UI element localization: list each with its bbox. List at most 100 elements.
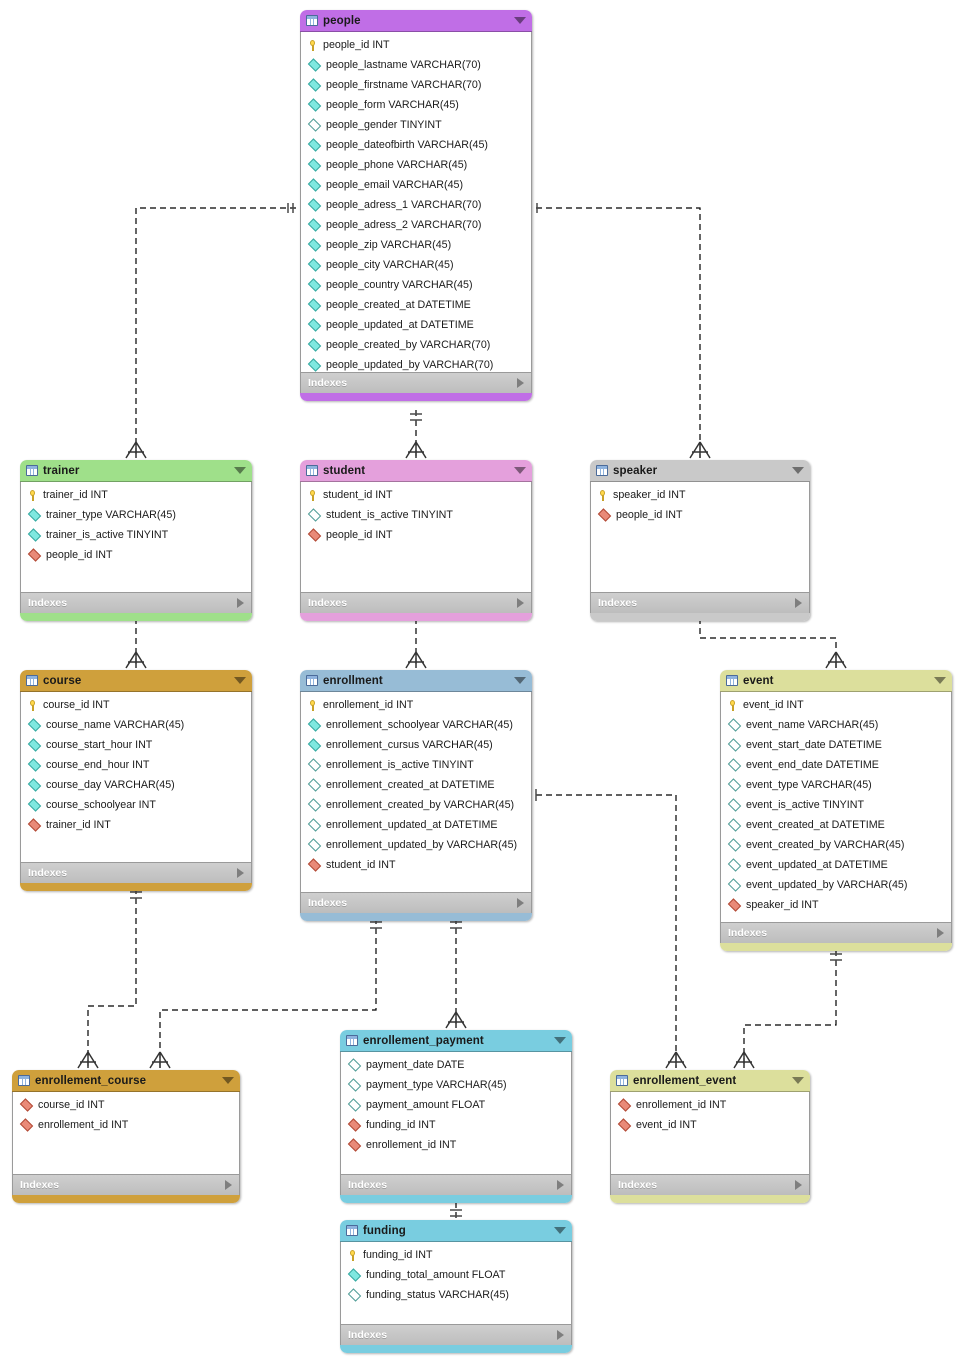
column-row[interactable]: enrollement_updated_at DATETIME [301,815,531,835]
indexes-section-speaker[interactable]: Indexes [590,592,810,613]
column-row[interactable]: people_id INT [301,525,531,545]
chevron-down-icon[interactable] [514,17,526,24]
column-row[interactable]: enrollement_created_at DATETIME [301,775,531,795]
column-row[interactable]: event_updated_by VARCHAR(45) [721,875,951,895]
column-row[interactable]: course_id INT [13,1095,239,1115]
column-row[interactable]: payment_amount FLOAT [341,1095,571,1115]
indexes-section-course[interactable]: Indexes [20,862,252,883]
column-row[interactable]: event_is_active TINYINT [721,795,951,815]
indexes-section-enrollment_payment[interactable]: Indexes [340,1174,572,1195]
column-row[interactable]: course_name VARCHAR(45) [21,715,251,735]
column-row[interactable]: event_end_date DATETIME [721,755,951,775]
table-header-enrollment_payment[interactable]: enrollement_payment [340,1030,572,1052]
indexes-section-funding[interactable]: Indexes [340,1324,572,1345]
column-row[interactable]: funding_id INT [341,1245,571,1265]
column-row[interactable]: enrollement_cursus VARCHAR(45) [301,735,531,755]
column-row[interactable]: people_id INT [591,505,809,525]
column-row[interactable]: course_end_hour INT [21,755,251,775]
column-row[interactable]: people_city VARCHAR(45) [301,255,531,275]
column-row[interactable]: people_dateofbirth VARCHAR(45) [301,135,531,155]
column-row[interactable]: student_id INT [301,855,531,875]
chevron-down-icon[interactable] [234,467,246,474]
column-row[interactable]: enrollement_is_active TINYINT [301,755,531,775]
triangle-right-icon[interactable] [795,598,802,608]
column-row[interactable]: enrollement_updated_by VARCHAR(45) [301,835,531,855]
triangle-right-icon[interactable] [237,868,244,878]
column-row[interactable]: enrollement_created_by VARCHAR(45) [301,795,531,815]
column-row[interactable]: funding_id INT [341,1115,571,1135]
column-row[interactable]: people_adress_1 VARCHAR(70) [301,195,531,215]
column-row[interactable]: course_schoolyear INT [21,795,251,815]
column-row[interactable]: people_adress_2 VARCHAR(70) [301,215,531,235]
column-row[interactable]: payment_date DATE [341,1055,571,1075]
column-row[interactable]: enrollement_id INT [13,1115,239,1135]
column-row[interactable]: people_zip VARCHAR(45) [301,235,531,255]
column-row[interactable]: funding_total_amount FLOAT [341,1265,571,1285]
chevron-down-icon[interactable] [554,1037,566,1044]
column-row[interactable]: enrollement_id INT [611,1095,809,1115]
table-header-student[interactable]: student [300,460,532,482]
column-row[interactable]: speaker_id INT [591,485,809,505]
triangle-right-icon[interactable] [225,1180,232,1190]
column-row[interactable]: people_lastname VARCHAR(70) [301,55,531,75]
table-header-people[interactable]: people [300,10,532,32]
table-header-enrollment_course[interactable]: enrollement_course [12,1070,240,1092]
column-row[interactable]: speaker_id INT [721,895,951,915]
column-row[interactable]: people_email VARCHAR(45) [301,175,531,195]
column-row[interactable]: event_start_date DATETIME [721,735,951,755]
column-row[interactable]: student_is_active TINYINT [301,505,531,525]
column-row[interactable]: people_updated_by VARCHAR(70) [301,355,531,375]
column-row[interactable]: course_id INT [21,695,251,715]
column-row[interactable]: payment_type VARCHAR(45) [341,1075,571,1095]
column-row[interactable]: enrollement_id INT [341,1135,571,1155]
table-header-enrollment_event[interactable]: enrollement_event [610,1070,810,1092]
column-row[interactable]: people_created_at DATETIME [301,295,531,315]
triangle-right-icon[interactable] [517,898,524,908]
table-header-speaker[interactable]: speaker [590,460,810,482]
column-row[interactable]: enrollement_schoolyear VARCHAR(45) [301,715,531,735]
column-row[interactable]: event_created_by VARCHAR(45) [721,835,951,855]
column-row[interactable]: course_day VARCHAR(45) [21,775,251,795]
indexes-section-enrollment_course[interactable]: Indexes [12,1174,240,1195]
column-row[interactable]: trainer_is_active TINYINT [21,525,251,545]
column-row[interactable]: student_id INT [301,485,531,505]
column-row[interactable]: event_name VARCHAR(45) [721,715,951,735]
chevron-down-icon[interactable] [554,1227,566,1234]
column-row[interactable]: people_firstname VARCHAR(70) [301,75,531,95]
triangle-right-icon[interactable] [237,598,244,608]
indexes-section-trainer[interactable]: Indexes [20,592,252,613]
chevron-down-icon[interactable] [514,677,526,684]
indexes-section-enrollment_event[interactable]: Indexes [610,1174,810,1195]
column-row[interactable]: trainer_type VARCHAR(45) [21,505,251,525]
column-row[interactable]: people_updated_at DATETIME [301,315,531,335]
indexes-section-event[interactable]: Indexes [720,922,952,943]
chevron-down-icon[interactable] [234,677,246,684]
indexes-section-people[interactable]: Indexes [300,372,532,393]
chevron-down-icon[interactable] [792,1077,804,1084]
triangle-right-icon[interactable] [557,1330,564,1340]
column-row[interactable]: people_gender TINYINT [301,115,531,135]
column-row[interactable]: people_country VARCHAR(45) [301,275,531,295]
table-header-funding[interactable]: funding [340,1220,572,1242]
chevron-down-icon[interactable] [792,467,804,474]
column-row[interactable]: people_id INT [301,35,531,55]
triangle-right-icon[interactable] [557,1180,564,1190]
column-row[interactable]: event_created_at DATETIME [721,815,951,835]
column-row[interactable]: trainer_id INT [21,815,251,835]
chevron-down-icon[interactable] [514,467,526,474]
column-row[interactable]: event_id INT [721,695,951,715]
indexes-section-student[interactable]: Indexes [300,592,532,613]
triangle-right-icon[interactable] [795,1180,802,1190]
chevron-down-icon[interactable] [934,677,946,684]
column-row[interactable]: event_type VARCHAR(45) [721,775,951,795]
